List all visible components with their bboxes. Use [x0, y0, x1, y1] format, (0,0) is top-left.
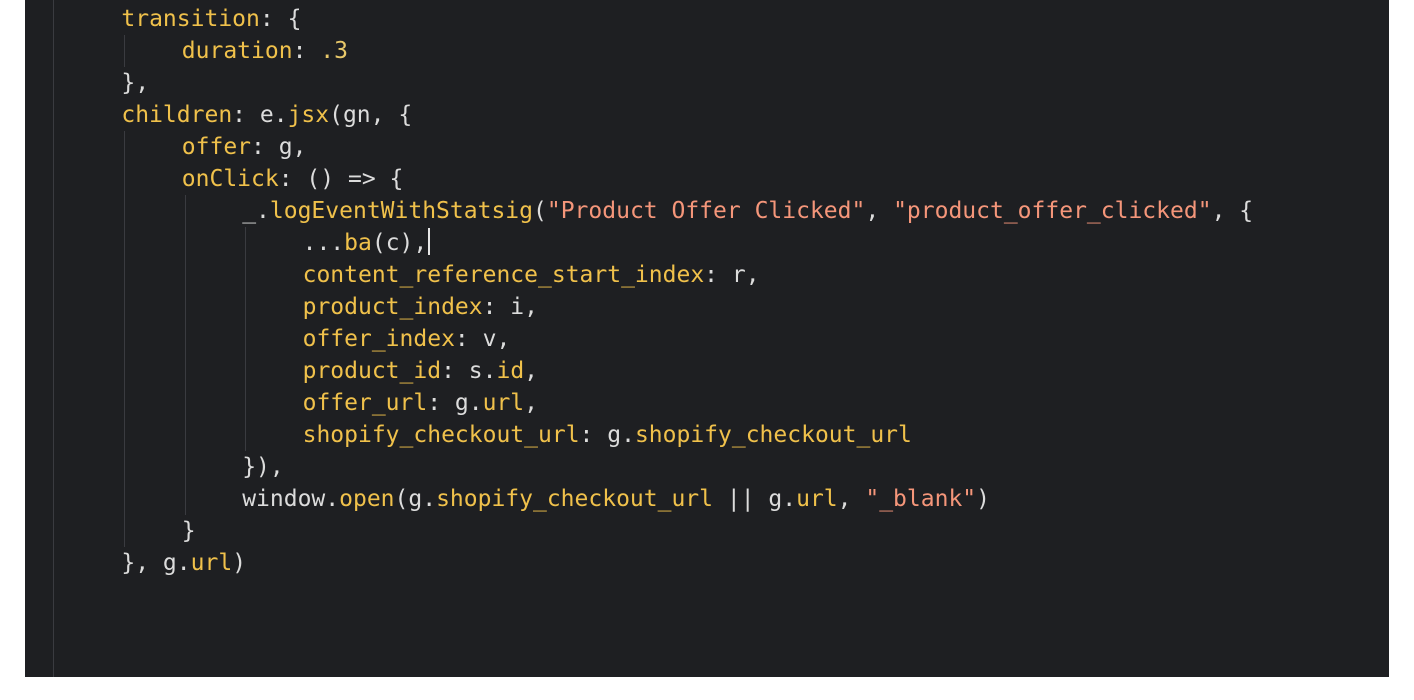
code-token: , [837, 486, 866, 512]
code-token: .3 [320, 38, 348, 64]
code-line[interactable]: offer: g, [25, 131, 1389, 163]
code-token: url [796, 486, 838, 512]
code-token: , [524, 358, 539, 384]
code-token: : s. [441, 358, 497, 384]
code-line[interactable]: }, [25, 67, 1389, 99]
code-token: (c), [371, 230, 428, 256]
text-cursor [428, 228, 431, 255]
code-line[interactable]: children: e.jsx(gn, { [25, 99, 1389, 131]
code-editor[interactable]: transition: {duration: .3},children: e.j… [25, 0, 1389, 677]
code-token: open [339, 486, 395, 512]
code-token: transition [121, 6, 260, 32]
code-token: ... [302, 230, 345, 256]
code-line[interactable]: }), [25, 451, 1389, 483]
code-token: product_index [302, 294, 483, 320]
code-line[interactable]: duration: .3 [25, 35, 1389, 67]
code-token: children [121, 102, 233, 128]
code-line[interactable]: }, g.url) [25, 547, 1389, 579]
code-token: url [482, 390, 525, 416]
indent-guide [53, 0, 54, 677]
code-token: : [292, 38, 321, 64]
code-token: ba [344, 230, 372, 256]
code-area[interactable]: transition: {duration: .3},children: e.j… [25, 3, 1389, 579]
code-line[interactable]: shopify_checkout_url: g.shopify_checkout… [25, 419, 1389, 451]
indent-guide [124, 131, 126, 547]
code-line[interactable]: _.logEventWithStatsig("Product Offer Cli… [25, 195, 1389, 227]
code-token: : i, [482, 294, 538, 320]
indent-guide [184, 195, 186, 515]
code-token: , { [1211, 198, 1254, 224]
code-token: _. [242, 198, 270, 224]
code-token: "product_offer_clicked" [893, 198, 1212, 224]
code-token: shopify_checkout_url [302, 422, 580, 448]
code-token: product_id [302, 358, 442, 384]
code-token: : g. [427, 390, 483, 416]
code-token: }), [242, 454, 284, 480]
code-token: , [524, 390, 539, 416]
code-token: : r, [704, 262, 760, 288]
code-token: shopify_checkout_url [436, 486, 714, 512]
code-token: shopify_checkout_url [634, 422, 912, 448]
code-token: } [181, 518, 196, 544]
code-token: duration [181, 38, 293, 64]
code-token: "_blank" [865, 486, 977, 512]
code-token: (g. [394, 486, 437, 512]
code-line[interactable]: content_reference_start_index: r, [25, 259, 1389, 291]
code-token: , [865, 198, 894, 224]
code-token: "Product Offer Clicked" [546, 198, 866, 224]
code-token: offer [181, 134, 252, 160]
indent-guide [124, 35, 126, 67]
code-token: : v, [454, 326, 511, 352]
code-token: : () => { [278, 166, 404, 192]
code-token: content_reference_start_index [302, 262, 705, 288]
code-token: : g. [579, 422, 635, 448]
code-token: logEventWithStatsig [269, 198, 533, 224]
code-token: jsx [287, 102, 330, 128]
code-token: (gn, { [329, 102, 413, 128]
code-token: offer_index [302, 326, 455, 352]
code-token: offer_url [302, 390, 428, 416]
code-token: ) [976, 486, 990, 512]
code-token: ) [232, 550, 247, 576]
code-line[interactable]: onClick: () => { [25, 163, 1389, 195]
code-line[interactable]: } [25, 515, 1389, 547]
code-line[interactable]: window.open(g.shopify_checkout_url || g.… [25, 483, 1389, 515]
code-token: onClick [181, 166, 279, 192]
code-line[interactable]: product_id: s.id, [25, 355, 1389, 387]
code-token: id [496, 358, 525, 384]
code-line[interactable]: offer_url: g.url, [25, 387, 1389, 419]
code-line[interactable]: ...ba(c), [25, 227, 1389, 259]
indent-guide [245, 227, 247, 451]
code-token: window. [242, 486, 340, 512]
code-line[interactable]: product_index: i, [25, 291, 1389, 323]
code-token: }, g. [121, 550, 191, 576]
code-token: url [190, 550, 233, 576]
code-token: : e. [232, 102, 288, 128]
code-token: : { [259, 6, 302, 32]
code-token: : g, [251, 134, 307, 160]
code-token: ( [533, 198, 547, 224]
code-token: || g. [713, 486, 797, 512]
code-token: }, [121, 70, 150, 96]
code-line[interactable]: offer_index: v, [25, 323, 1389, 355]
code-line[interactable]: transition: { [25, 3, 1389, 35]
